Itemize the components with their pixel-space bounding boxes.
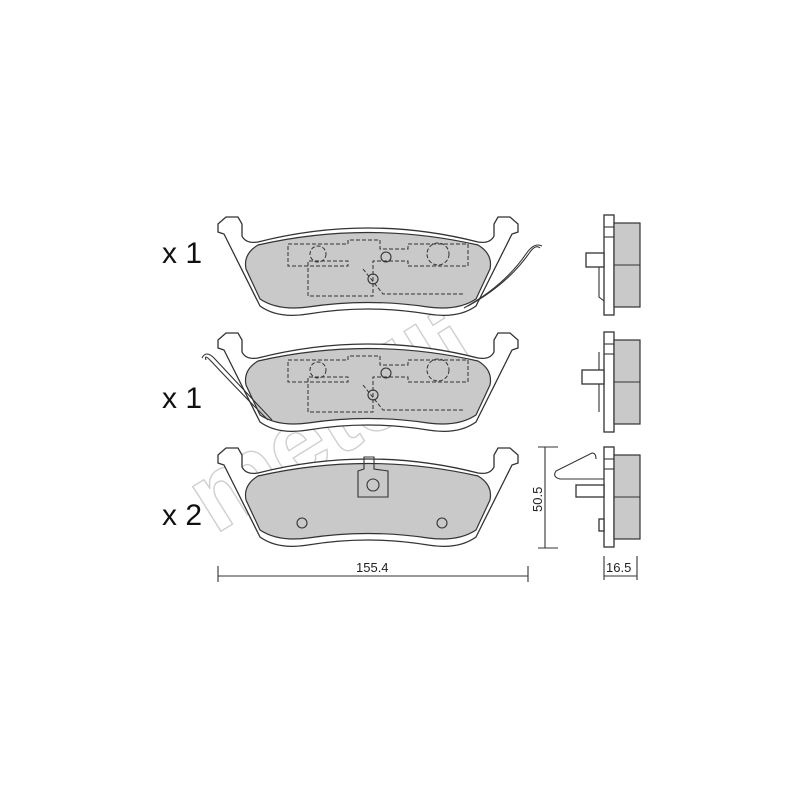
brake-pad-2 [201, 332, 519, 433]
height-value: 50.5 [530, 487, 545, 512]
wear-sensor-wire [467, 246, 541, 307]
side-view-1 [585, 214, 641, 316]
width-dimension: 155.4 [217, 560, 529, 582]
quantity-label-pad-2: x 1 [162, 382, 202, 415]
clip [554, 452, 604, 480]
brake-pad-1 [217, 216, 543, 317]
thickness-value: 16.5 [606, 560, 631, 575]
thickness-dimension: 16.5 [603, 556, 638, 580]
side-view-3 [554, 446, 641, 548]
quantity-label-pad-3: x 2 [162, 499, 202, 532]
width-value: 155.4 [356, 560, 389, 575]
quantity-label-pad-1: x 1 [162, 237, 202, 270]
wear-sensor-wire [204, 356, 269, 421]
side-view-2 [581, 331, 641, 433]
brake-pad-3 [217, 447, 519, 548]
height-dimension: 50.5 [530, 446, 558, 549]
